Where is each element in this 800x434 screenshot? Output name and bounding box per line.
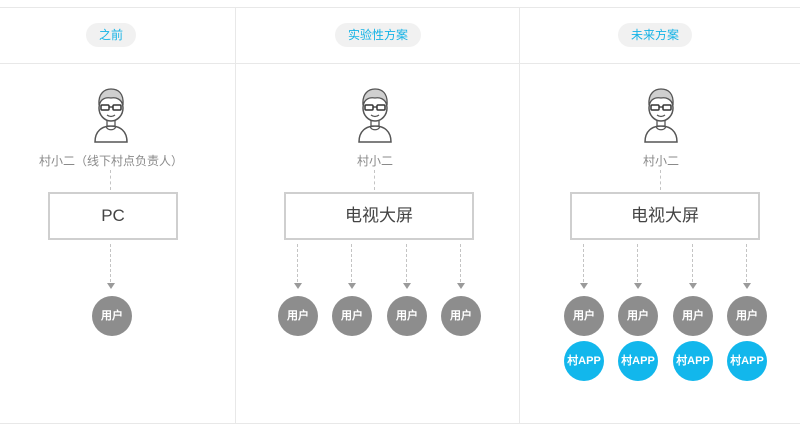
device-box: 电视大屏 — [284, 192, 474, 240]
arrow-down-icon — [689, 283, 697, 289]
column-divider-1 — [235, 8, 236, 424]
village-app-node: 村APP — [673, 341, 713, 381]
person-with-glasses-icon — [355, 86, 395, 144]
arrow-down-icon — [457, 283, 465, 289]
column-header: 之前 — [85, 23, 137, 47]
arrow-down-icon — [403, 283, 411, 289]
column-divider-2 — [519, 8, 520, 424]
device-box: PC — [48, 192, 178, 240]
user-node: 用户 — [441, 296, 481, 336]
user-node: 用户 — [332, 296, 372, 336]
arrow-down-icon — [348, 283, 356, 289]
connector-line — [660, 170, 661, 190]
user-node: 用户 — [673, 296, 713, 336]
top-border — [0, 7, 800, 8]
arrow-down-icon — [107, 283, 115, 289]
connector-line — [583, 244, 584, 282]
connector-line — [746, 244, 747, 282]
connector-line — [351, 244, 352, 282]
user-node: 用户 — [727, 296, 767, 336]
column-header: 实验性方案 — [334, 23, 422, 47]
arrow-down-icon — [743, 283, 751, 289]
person-with-glasses-icon — [91, 86, 131, 144]
village-app-node: 村APP — [727, 341, 767, 381]
role-label: 村小二 — [356, 154, 394, 168]
connector-line — [110, 170, 111, 190]
arrow-down-icon — [294, 283, 302, 289]
header-divider — [0, 63, 800, 64]
village-app-node: 村APP — [564, 341, 604, 381]
role-label: 村小二（线下村点负责人） — [38, 154, 184, 168]
connector-line — [692, 244, 693, 282]
bottom-border — [0, 423, 800, 424]
connector-line — [460, 244, 461, 282]
connector-line — [110, 244, 111, 282]
person-with-glasses-icon — [641, 86, 681, 144]
user-node: 用户 — [92, 296, 132, 336]
device-box: 电视大屏 — [570, 192, 760, 240]
user-node: 用户 — [387, 296, 427, 336]
arrow-down-icon — [580, 283, 588, 289]
connector-line — [406, 244, 407, 282]
connector-line — [374, 170, 375, 190]
connector-line — [637, 244, 638, 282]
user-node: 用户 — [564, 296, 604, 336]
user-node: 用户 — [618, 296, 658, 336]
connector-line — [297, 244, 298, 282]
role-label: 村小二 — [642, 154, 680, 168]
user-node: 用户 — [278, 296, 318, 336]
village-app-node: 村APP — [618, 341, 658, 381]
arrow-down-icon — [634, 283, 642, 289]
column-header: 未来方案 — [617, 23, 693, 47]
